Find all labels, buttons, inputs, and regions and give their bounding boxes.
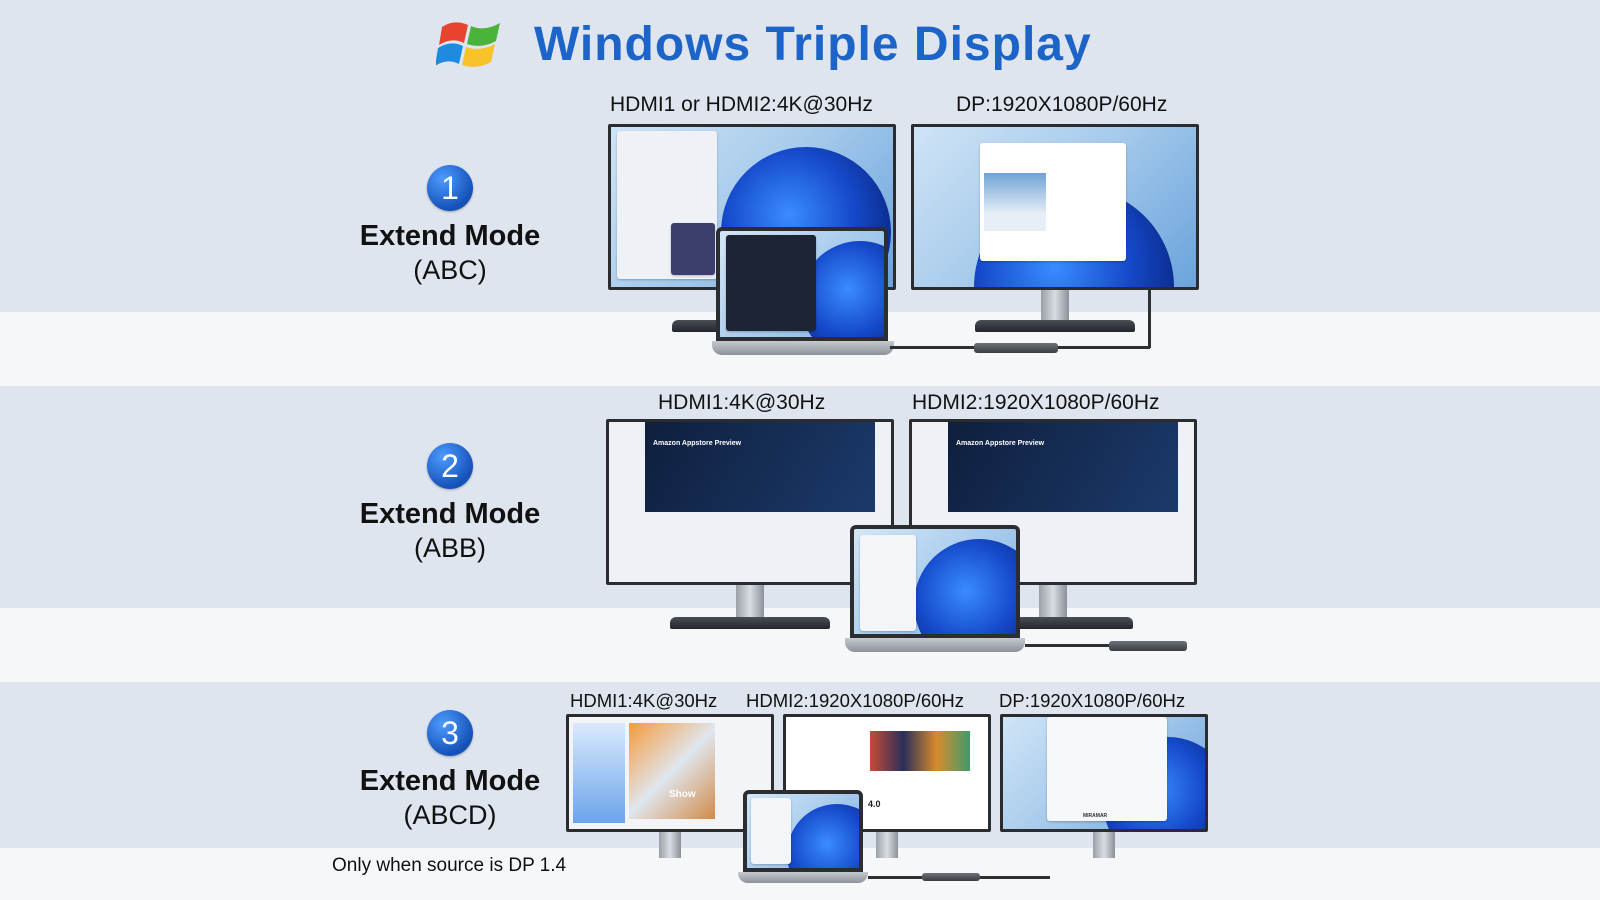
monitor-c: MIRAMAR — [1000, 714, 1208, 866]
page-title: Windows Triple Display — [534, 17, 1092, 71]
laptop-a-screen — [850, 525, 1020, 638]
mode-2-info: 2 Extend Mode (ABB) — [330, 443, 570, 565]
mode-note: Only when source is DP 1.4 — [332, 855, 567, 876]
mode-name: Extend Mode — [359, 765, 541, 797]
port-label-dp: DP:1920X1080P/60Hz — [956, 93, 1168, 116]
monitor-c — [911, 124, 1199, 337]
port-label-hdmi: HDMI1 or HDMI2:4K@30Hz — [610, 93, 873, 116]
brand-label: MIRAMAR — [1083, 813, 1108, 819]
browser-window — [980, 143, 1126, 261]
start-menu: MIRAMAR — [1047, 717, 1167, 821]
monitor-screen: Amazon Appstore Preview — [606, 419, 894, 585]
mode-1-info: 1 Extend Mode (ABC) — [330, 165, 570, 287]
mode-code: (ABB) — [413, 533, 486, 563]
mode-code: (ABCD) — [403, 800, 497, 830]
port-label-dp: DP:1920X1080P/60Hz — [999, 690, 1186, 711]
header: Windows Triple Display — [436, 6, 1092, 82]
mode-number-badge: 3 — [427, 710, 473, 756]
appstore-banner: Amazon Appstore Preview — [948, 422, 1178, 512]
laptop-screen — [743, 790, 863, 872]
monitor-screen: MIRAMAR — [1000, 714, 1208, 832]
mode-code: (ABC) — [413, 255, 487, 285]
laptop-b-base — [712, 341, 894, 355]
monitor-a: Amazon Appstore Preview — [606, 419, 894, 633]
appstore-banner: Amazon Appstore Preview — [645, 422, 875, 512]
docking-hub — [1109, 641, 1187, 651]
start-menu — [726, 235, 816, 331]
laptop-a-base — [845, 638, 1025, 652]
mode-3-info: 3 Extend Mode (ABCD) — [330, 710, 570, 832]
mode-number-badge: 2 — [427, 443, 473, 489]
port-label-hdmi2: HDMI2:1920X1080P/60Hz — [912, 391, 1160, 414]
laptop-base — [738, 872, 868, 883]
port-label-hdmi1: HDMI1:4K@30Hz — [570, 690, 718, 711]
appstore-title: Amazon Appstore Preview — [653, 440, 742, 447]
port-label-hdmi1: HDMI1:4K@30Hz — [658, 391, 826, 414]
mode-name: Extend Mode — [359, 220, 541, 252]
docking-hub — [922, 873, 980, 881]
app-tile-label: Show — [669, 789, 696, 800]
mode-name: Extend Mode — [359, 498, 541, 530]
monitor-screen — [911, 124, 1199, 290]
docking-hub — [974, 343, 1058, 353]
rating-value: 4.0 — [868, 799, 881, 809]
port-label-hdmi2: HDMI2:1920X1080P/60Hz — [746, 690, 965, 711]
monitor-a: Show — [566, 714, 774, 866]
appstore-title: Amazon Appstore Preview — [956, 440, 1045, 447]
monitor-screen: Show — [566, 714, 774, 832]
mode-number-badge: 1 — [427, 165, 473, 211]
windows-logo-icon — [436, 22, 500, 67]
laptop-b-screen — [716, 227, 888, 341]
